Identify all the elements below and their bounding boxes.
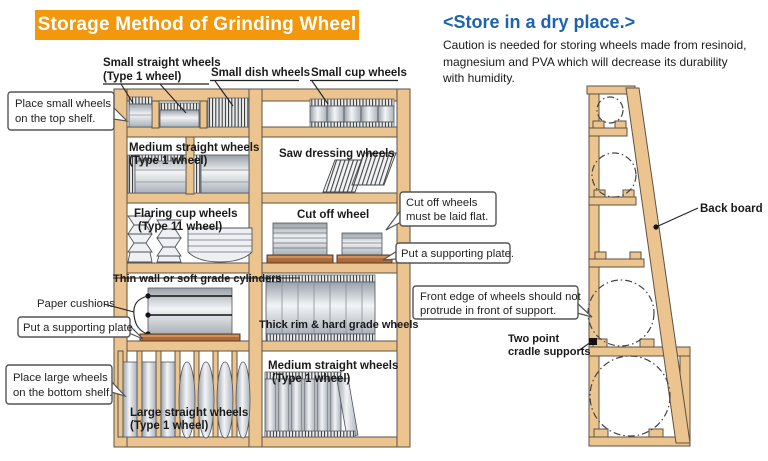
back-board: [625, 87, 691, 444]
cut-off-wheel-group: [266, 222, 393, 264]
rack-shelf-3: [588, 258, 645, 268]
label-small-dish: Small dish wheels: [211, 67, 310, 79]
note-line-2: magnesium and PVA which will decrease it…: [443, 54, 728, 69]
label-medium-straight-top-2: (Type 1 wheel): [129, 155, 208, 167]
shelf-unit: [103, 88, 411, 448]
label-two-point-1: Two point: [508, 333, 559, 345]
callout-place-small-line-2: on the top shelf.: [15, 113, 95, 125]
thick-rim-wheels-group: [265, 274, 376, 342]
large-straight-wheels-group: [122, 361, 251, 439]
label-thin-wall: Thin wall or soft grade cylinders: [113, 273, 282, 285]
thin-wall-cylinders-group: [103, 287, 241, 342]
row1-divider-1: [151, 100, 160, 129]
stored-wheel-small: [596, 96, 624, 124]
shelf-right-post: [396, 88, 411, 448]
side-rack: [577, 85, 699, 447]
label-leaders: [103, 79, 398, 279]
saw-dressing-wheels-group: [322, 152, 397, 193]
callout-front-edge-line-1: Front edge of wheels should not: [420, 291, 582, 303]
label-medium-straight-bottom-1: Medium straight wheels: [268, 360, 398, 372]
label-two-point-2: cradle supports: [508, 346, 591, 358]
dry-place-note: <Store in a dry place.> Caution is neede…: [443, 12, 765, 87]
label-medium-straight-top-1: Medium straight wheels: [129, 142, 259, 154]
callout-place-large-line-2: on the bottom shelf.: [13, 387, 112, 399]
rack-shelf-2: [588, 196, 637, 206]
label-large-straight-1: Large straight wheels: [130, 407, 248, 419]
callout-put-plate-right-text: Put a supporting plate.: [401, 248, 514, 260]
callout-place-small: Place small wheels on the top shelf.: [7, 91, 129, 131]
label-cut-off: Cut off wheel: [297, 209, 369, 221]
label-paper-cushions: Paper cushions: [37, 298, 115, 310]
callout-front-edge: Front edge of wheels should not protrude…: [412, 285, 593, 320]
callout-cut-off-flat: Cut off wheels must be laid flat.: [385, 191, 497, 231]
label-flaring-cup-2: (Type 11 wheel): [138, 221, 222, 233]
label-small-straight-2: (Type 1 wheel): [103, 71, 182, 83]
label-medium-straight-bottom-2: (Type 1 wheel): [272, 373, 351, 385]
callout-front-edge-line-2: protrude in front of support.: [420, 305, 556, 317]
shelf-center-post: [248, 88, 263, 448]
rack-shelf-1: [588, 127, 628, 137]
note-line-3: with humidity.: [443, 71, 515, 85]
label-small-straight-1: Small straight wheels: [103, 57, 221, 69]
callout-put-plate-left-text: Put a supporting plate.: [23, 322, 136, 334]
small-cup-wheels-group: [309, 98, 395, 128]
flaring-cup-wheels-group: [127, 215, 253, 263]
stored-wheel-medium: [591, 152, 637, 198]
callout-place-large: Place large wheels on the bottom shelf.: [5, 364, 127, 405]
row1-divider-2: [199, 100, 208, 129]
callout-cut-off-flat-line-2: must be laid flat.: [406, 211, 488, 223]
label-flaring-cup-1: Flaring cup wheels: [134, 208, 238, 220]
label-small-cup: Small cup wheels: [311, 67, 407, 79]
medium-straight-wheels-top-group: [127, 154, 250, 194]
small-dish-wheels-group: [207, 97, 249, 128]
callout-cut-off-flat-line-1: Cut off wheels: [406, 197, 478, 209]
callout-put-plate-left: Put a supporting plate.: [17, 316, 144, 340]
note-line-1: Caution is needed for storing wheels mad…: [443, 38, 747, 52]
cradle-support-marker: [589, 338, 597, 345]
callout-put-plate-right: Put a supporting plate.: [382, 242, 514, 264]
page-title: Storage Method of Grinding Wheel: [35, 10, 359, 40]
label-large-straight-2: (Type 1 wheel): [130, 420, 209, 432]
label-back-board: Back board: [700, 203, 763, 215]
shelf-left-post: [113, 88, 128, 448]
note-heading: <Store in a dry place.>: [443, 12, 636, 32]
label-thick-rim: Thick rim & hard grade wheels: [259, 319, 419, 331]
label-saw-dressing: Saw dressing wheels: [279, 148, 395, 160]
stored-wheel-largest: [589, 355, 671, 437]
callout-place-large-line-1: Place large wheels: [13, 372, 108, 384]
callout-place-small-line-1: Place small wheels: [15, 98, 111, 110]
medium-straight-wheels-bottom-group: [264, 371, 359, 438]
